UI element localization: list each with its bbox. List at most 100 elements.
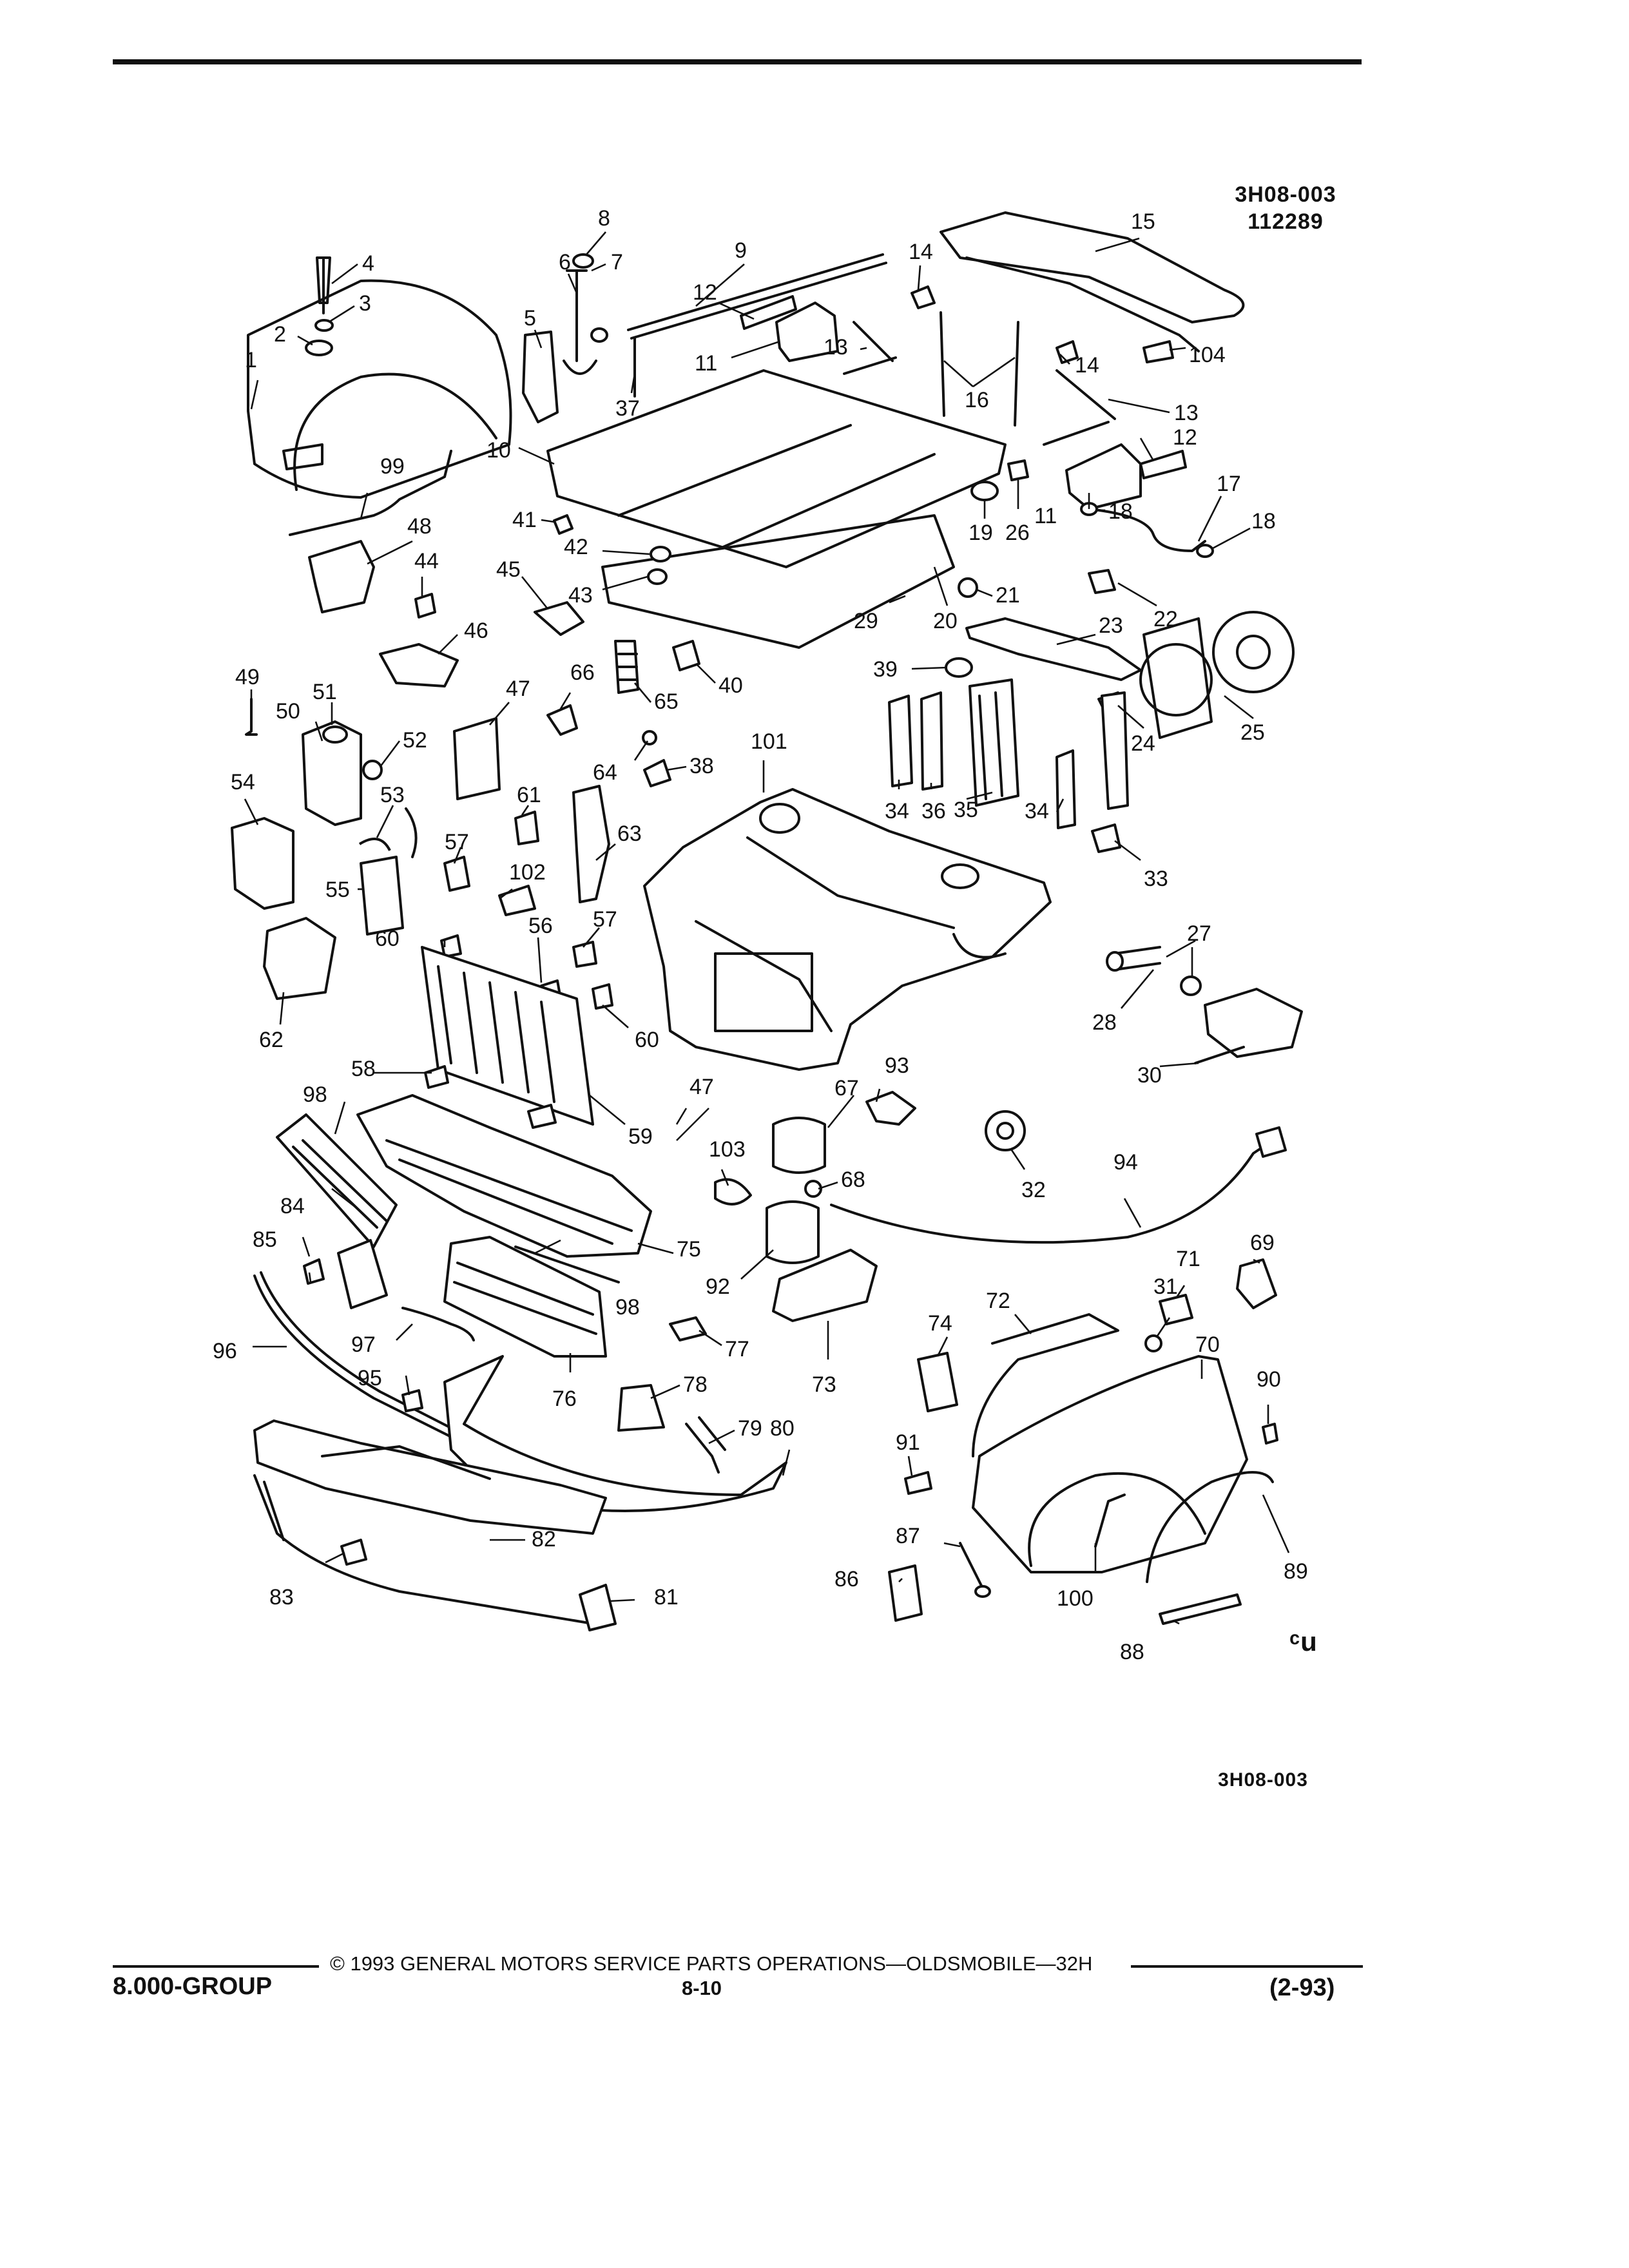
hood-drawing: [546, 369, 1007, 568]
callout-40: 40: [718, 673, 743, 698]
canister-bracket-drawing: [772, 1249, 878, 1322]
callout-10: 10: [487, 438, 511, 463]
callout-18a: 18: [1108, 499, 1133, 524]
callout-30: 30: [1137, 1063, 1162, 1088]
lower-fascia-drawing: [253, 1474, 594, 1625]
callout-31: 31: [1153, 1274, 1178, 1299]
callout-102: 102: [509, 860, 546, 885]
callout-4: 4: [362, 251, 374, 276]
callout-74: 74: [928, 1311, 952, 1336]
callout-89: 89: [1284, 1559, 1308, 1584]
callout-17: 17: [1217, 472, 1241, 496]
callout-34a: 34: [885, 799, 909, 823]
callout-83: 83: [269, 1585, 294, 1610]
callout-33: 33: [1144, 867, 1168, 891]
callout-42: 42: [564, 535, 588, 559]
callout-93: 93: [885, 1053, 909, 1078]
callout-84: 84: [280, 1194, 305, 1218]
revision-date: (2-93): [1269, 1974, 1335, 2001]
callout-90: 90: [1257, 1367, 1281, 1392]
page-number: 8-10: [682, 1977, 722, 1999]
horn-drawing: [985, 1110, 1026, 1151]
callout-44: 44: [414, 549, 439, 573]
coolant-reservoir-drawing: [360, 856, 404, 936]
copyright-line: © 1993 GENERAL MOTORS SERVICE PARTS OPER…: [330, 1952, 1093, 1975]
illustration-code: 3H08-003: [1235, 182, 1336, 207]
callout-11a: 11: [695, 351, 717, 376]
callout-63: 63: [617, 822, 642, 846]
hood-release-cable-drawing: [830, 1139, 1274, 1244]
callout-25: 25: [1240, 720, 1265, 745]
callout-28: 28: [1092, 1010, 1117, 1035]
callout-34b: 34: [1025, 799, 1049, 823]
callout-101: 101: [751, 729, 787, 754]
callout-96: 96: [213, 1339, 237, 1363]
callout-55: 55: [325, 878, 350, 902]
footer-rule-left: [113, 1965, 319, 1968]
callout-58: 58: [351, 1057, 376, 1081]
callout-81: 81: [654, 1585, 679, 1610]
callout-85: 85: [253, 1227, 277, 1252]
callout-65: 65: [654, 689, 679, 714]
callout-72: 72: [986, 1289, 1010, 1313]
callout-1: 1: [245, 348, 257, 372]
illustration-number: 112289: [1248, 209, 1324, 234]
callout-53: 53: [380, 783, 405, 807]
callout-16: 16: [965, 388, 989, 412]
callout-47a: 47: [506, 677, 530, 701]
callout-56: 56: [528, 914, 553, 938]
callout-69: 69: [1250, 1231, 1275, 1255]
callout-7: 7: [611, 250, 623, 274]
fan-shroud-drawing: [1142, 617, 1213, 739]
emblem-drawing: [401, 1307, 475, 1341]
callout-68: 68: [841, 1168, 865, 1192]
callout-59: 59: [628, 1124, 653, 1149]
callout-29: 29: [854, 609, 878, 633]
callout-20: 20: [933, 609, 958, 633]
callout-35: 35: [954, 798, 978, 822]
callout-99: 99: [380, 454, 405, 479]
callout-57a: 57: [445, 830, 469, 854]
filler-panel-drawing: [337, 1239, 388, 1309]
callout-32: 32: [1021, 1178, 1046, 1202]
cowl-vent-drawing: [940, 211, 1245, 323]
callout-2: 2: [274, 322, 286, 347]
callout-71: 71: [1176, 1247, 1200, 1271]
corner-mark: ᶜu: [1289, 1626, 1318, 1657]
callout-15: 15: [1131, 209, 1155, 234]
radiator-drawing: [969, 678, 1019, 807]
callout-23: 23: [1099, 613, 1123, 638]
callout-77: 77: [725, 1337, 749, 1361]
callout-100: 100: [1057, 1586, 1094, 1611]
callout-12a: 12: [693, 280, 717, 305]
bottom-illustration-code: 3H08-003: [1218, 1769, 1308, 1791]
right-fender-drawing: [972, 1355, 1248, 1573]
washer-reservoir-drawing: [302, 720, 362, 826]
callout-54: 54: [231, 770, 255, 794]
bumper-molding-drawing: [253, 1271, 520, 1470]
callout-51: 51: [313, 680, 337, 704]
footer-rule-right: [1131, 1965, 1363, 1968]
callout-13b: 13: [1174, 401, 1199, 425]
callout-64: 64: [593, 760, 617, 785]
callout-26: 26: [1005, 521, 1030, 545]
callout-46: 46: [464, 619, 488, 643]
callout-37: 37: [615, 396, 640, 421]
callout-38: 38: [689, 754, 714, 778]
callout-36: 36: [921, 799, 946, 823]
callout-95: 95: [358, 1366, 382, 1390]
battery-tray-drawing: [379, 643, 459, 687]
callout-97: 97: [351, 1332, 376, 1357]
callout-24: 24: [1131, 731, 1155, 756]
callout-45: 45: [496, 557, 521, 582]
leader-lines: [244, 231, 1290, 1625]
canister-drawing: [772, 1117, 826, 1174]
callout-87: 87: [896, 1524, 920, 1548]
radiator-cover-drawing: [965, 617, 1142, 681]
callout-70: 70: [1195, 1332, 1220, 1357]
callout-27: 27: [1187, 921, 1211, 946]
callout-91: 91: [896, 1430, 920, 1455]
callout-14b: 14: [1075, 353, 1099, 378]
callout-13a: 13: [824, 335, 848, 360]
